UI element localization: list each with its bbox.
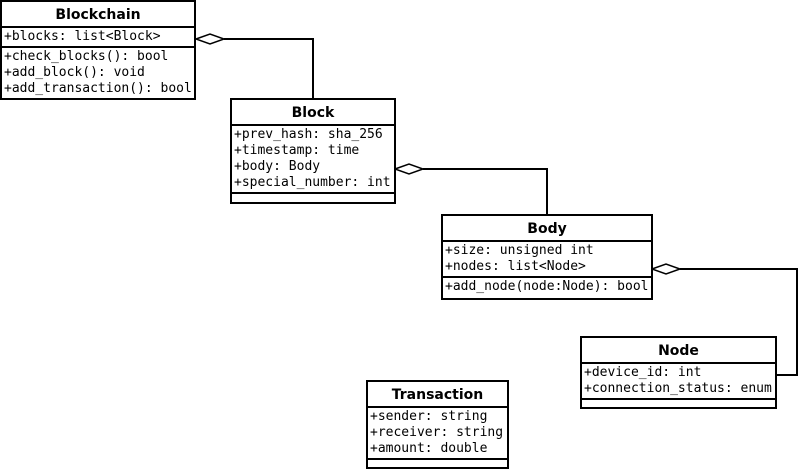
method: +check_blocks(): bool bbox=[4, 49, 169, 64]
attribute: +amount: double bbox=[370, 441, 488, 456]
attribute: +timestamp: time bbox=[234, 143, 360, 158]
aggregation-line-block-body bbox=[423, 168, 548, 216]
aggregation-diamond-blockchain bbox=[193, 33, 227, 45]
class-name: Node bbox=[582, 338, 775, 364]
attribute: +nodes: list<Node> bbox=[445, 259, 586, 274]
methods-section bbox=[232, 194, 394, 201]
aggregation-line-body-node bbox=[680, 268, 798, 376]
attribute: +receiver: string bbox=[370, 425, 504, 440]
class-blockchain[interactable]: Blockchain +blocks: list<Block> +check_b… bbox=[0, 0, 196, 100]
aggregation-diamond-body bbox=[649, 263, 683, 275]
class-name: Body bbox=[443, 216, 651, 242]
attribute: +sender: string bbox=[370, 409, 488, 424]
attribute: +blocks: list<Block> bbox=[4, 29, 161, 44]
attributes-section: +device_id: int +connection_status: enum bbox=[582, 364, 775, 400]
attributes-section: +size: unsigned int +nodes: list<Node> bbox=[443, 242, 651, 278]
method: +add_transaction(): bool bbox=[4, 81, 192, 96]
aggregation-diamond-block bbox=[392, 163, 426, 175]
class-name: Transaction bbox=[368, 382, 507, 408]
methods-section bbox=[582, 400, 775, 407]
class-node[interactable]: Node +device_id: int +connection_status:… bbox=[580, 336, 777, 409]
class-name: Blockchain bbox=[2, 2, 194, 28]
methods-section: +check_blocks(): bool +add_block(): void… bbox=[2, 48, 194, 98]
attribute: +connection_status: enum bbox=[584, 381, 772, 396]
class-block[interactable]: Block +prev_hash: sha_256 +timestamp: ti… bbox=[230, 98, 396, 204]
attributes-section: +sender: string +receiver: string +amoun… bbox=[368, 408, 507, 460]
class-body[interactable]: Body +size: unsigned int +nodes: list<No… bbox=[441, 214, 653, 300]
class-name: Block bbox=[232, 100, 394, 126]
class-transaction[interactable]: Transaction +sender: string +receiver: s… bbox=[366, 380, 509, 469]
attribute: +body: Body bbox=[234, 159, 321, 174]
methods-section bbox=[368, 460, 507, 467]
method: +add_node(node:Node): bool bbox=[445, 279, 649, 294]
attributes-section: +blocks: list<Block> bbox=[2, 28, 194, 48]
attribute: +prev_hash: sha_256 bbox=[234, 127, 383, 142]
methods-section: +add_node(node:Node): bool bbox=[443, 278, 651, 296]
attribute: +device_id: int bbox=[584, 365, 702, 380]
method: +add_block(): void bbox=[4, 65, 145, 80]
attribute: +special_number: int bbox=[234, 175, 391, 190]
attributes-section: +prev_hash: sha_256 +timestamp: time +bo… bbox=[232, 126, 394, 194]
attribute: +size: unsigned int bbox=[445, 243, 594, 258]
aggregation-line-blockchain-block bbox=[224, 38, 314, 100]
